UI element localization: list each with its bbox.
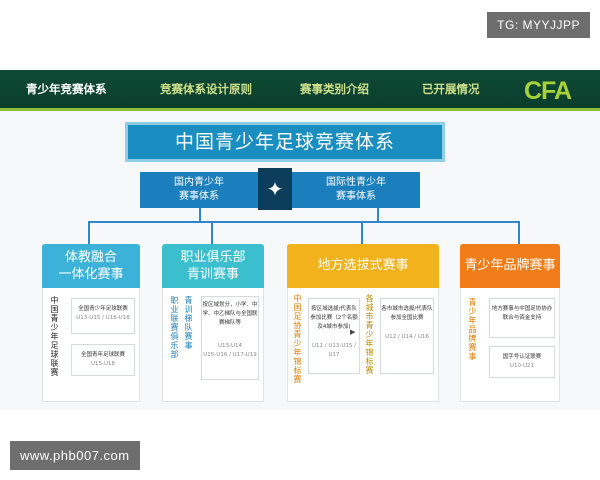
event-label: 全国青年足球联赛	[80, 352, 125, 358]
connector-line	[377, 208, 379, 222]
category-header-brand-events: 青少年品牌赛事	[460, 244, 560, 288]
category-header-pro-club: 职业俱乐部 青训赛事	[162, 244, 264, 288]
connector-line	[199, 208, 201, 222]
event-label: 地方赛事与中国足协协办联合与资金支持	[491, 306, 553, 321]
connector-line	[518, 221, 520, 244]
event-label: 按区域选拔/代表队参加比赛（2个名额及4城市参加)	[310, 306, 358, 330]
category-header-local-selection: 地方选拔式赛事	[287, 244, 439, 288]
svg-text:CFA: CFA	[524, 77, 572, 104]
arrow-right-icon: ▶	[350, 328, 356, 336]
watermark-badge-top: TG: MYYJJPP	[487, 12, 590, 38]
cfa-logo: CFA	[524, 77, 573, 104]
event-label: 国字号认证联赛	[502, 354, 542, 360]
nav-item-event-types[interactable]: 赛事类别介绍	[300, 82, 369, 96]
top-nav: 青少年竞赛体系 竞赛体系设计原则 赛事类别介绍 已开展情况 CFA	[0, 70, 600, 111]
vertical-label: 职业联赛俱乐部	[170, 296, 179, 359]
nav-item-competition-system[interactable]: 青少年竞赛体系	[26, 82, 107, 96]
infographic-slide: 青少年竞赛体系 竞赛体系设计原则 赛事类别介绍 已开展情况 CFA 中国青少年足…	[0, 70, 600, 410]
event-box: 按区域划分，小学、中学、中乙梯队与全国联赛梯队等 U13-U14 U15-U16…	[201, 296, 259, 380]
event-box: 地方赛事与中国足协协办联合与资金支持	[489, 298, 555, 338]
domestic-system-label: 国内青少年 赛事体系	[140, 172, 258, 208]
vertical-label: 中国足协青少年锦标赛	[293, 294, 302, 384]
event-age-groups: U13-U15 / U16-U18	[76, 315, 130, 321]
event-label: 各市城市选拔/代表队参加全国比赛	[381, 306, 433, 321]
event-label: 全国青少年足球联赛	[78, 306, 128, 312]
event-box: 按区域选拔/代表队参加比赛（2个名额及4城市参加) U11 / U13-U15 …	[308, 298, 360, 374]
category-card-local-selection: 中国足协青少年锦标赛 按区域选拔/代表队参加比赛（2个名额及4城市参加) U11…	[287, 288, 439, 402]
nav-item-design-principles[interactable]: 竞赛体系设计原则	[160, 82, 252, 96]
vertical-label: 各城市青少年锦标赛	[365, 294, 374, 375]
event-box: 全国青年足球联赛 U15-U18	[71, 344, 135, 376]
event-age-groups: U13-U14 U15-U16 / U17-U19	[203, 343, 257, 358]
nav-item-progress[interactable]: 已开展情况	[422, 82, 480, 96]
category-card-integration: 中国青少年足球联赛 全国青少年足球联赛 U13-U15 / U16-U18 全国…	[42, 288, 140, 402]
event-label: 按区域划分，小学、中学、中乙梯队与全国联赛梯队等	[202, 302, 258, 326]
vertical-label: 中国青少年足球联赛	[50, 296, 59, 377]
event-box: 国字号认证联赛 U10-U21	[489, 346, 555, 378]
event-box: 各市城市选拔/代表队参加全国比赛 U12 / U14 / U16	[380, 298, 434, 374]
connector-line	[88, 221, 90, 244]
connector-line	[211, 221, 213, 244]
star-icon: ✦	[258, 168, 292, 210]
event-age-groups: U12 / U14 / U16	[385, 334, 429, 340]
watermark-badge-bottom: www.phb007.com	[10, 441, 140, 470]
event-age-groups: U15-U18	[90, 361, 116, 367]
event-age-groups: U10-U21	[509, 363, 535, 369]
category-card-brand-events: 青少年品牌赛事 地方赛事与中国足协协办联合与资金支持 国字号认证联赛 U10-U…	[460, 288, 560, 402]
page-title: 中国青少年足球竞赛体系	[125, 122, 445, 162]
category-card-pro-club: 职业联赛俱乐部 青训梯队赛事 按区域划分，小学、中学、中乙梯队与全国联赛梯队等 …	[162, 288, 264, 402]
connector-line	[361, 221, 363, 244]
international-system-label: 国际性青少年 赛事体系	[292, 172, 420, 208]
event-age-groups: U11 / U13-U15 / U17	[311, 343, 356, 358]
vertical-label: 青少年品牌赛事	[468, 298, 477, 361]
event-box: 全国青少年足球联赛 U13-U15 / U16-U18	[71, 298, 135, 334]
connector-line	[88, 221, 519, 223]
category-header-integration: 体教融合 一体化赛事	[42, 244, 140, 288]
vertical-label: 青训梯队赛事	[184, 296, 193, 350]
